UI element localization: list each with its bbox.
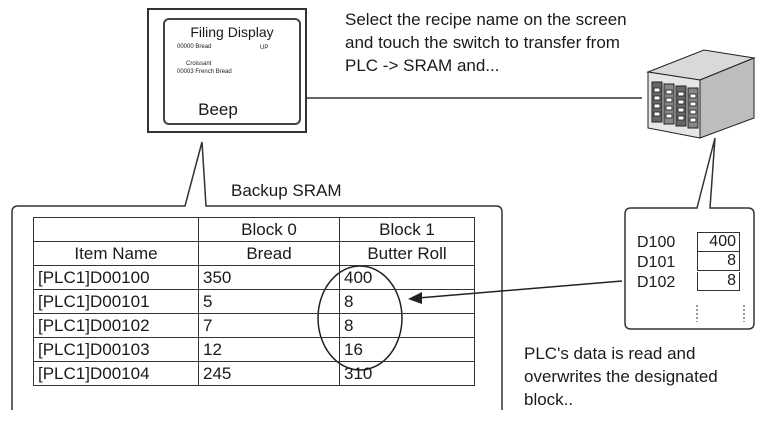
table-header-cell bbox=[33, 217, 199, 242]
table-cell: 8 bbox=[339, 289, 475, 314]
table-cell: [PLC1]D00103 bbox=[33, 337, 199, 362]
register-list: D100 400 D101 8 D102 8 bbox=[637, 232, 740, 294]
table-cell: 310 bbox=[339, 361, 475, 386]
table-header-cell: Bread bbox=[198, 241, 340, 266]
register-address: D102 bbox=[637, 274, 676, 291]
sram-table: Block 0 Block 1 Item Name Bread Butter R… bbox=[33, 217, 475, 386]
register-value: 8 bbox=[697, 252, 740, 271]
register-row: D101 8 bbox=[637, 252, 740, 274]
hmi-beep-label: Beep bbox=[198, 100, 238, 119]
table-cell: [PLC1]D00104 bbox=[33, 361, 199, 386]
table-header-cell: Block 0 bbox=[198, 217, 340, 242]
hmi-title: Filing Display bbox=[190, 24, 274, 40]
hmi-list-item[interactable]: 00003 French Bread bbox=[177, 69, 232, 75]
table-header-row: Block 0 Block 1 bbox=[33, 217, 475, 242]
table-cell: 12 bbox=[198, 337, 340, 362]
table-header-cell: Block 1 bbox=[339, 217, 475, 242]
register-callout-border bbox=[624, 137, 755, 330]
caption-line: PLC -> SRAM and... bbox=[345, 56, 500, 75]
table-header-row: Item Name Bread Butter Roll bbox=[33, 241, 475, 266]
table-cell: 5 bbox=[198, 289, 340, 314]
table-cell: [PLC1]D00101 bbox=[33, 289, 199, 314]
table-cell: 400 bbox=[339, 265, 475, 290]
table-header-cell: Butter Roll bbox=[339, 241, 475, 266]
top-caption: Select the recipe name on the screen and… bbox=[345, 8, 627, 77]
table-cell: 245 bbox=[198, 361, 340, 386]
table-cell: 8 bbox=[339, 313, 475, 338]
register-value: 400 bbox=[697, 232, 740, 252]
hmi-up-button[interactable]: UP bbox=[260, 45, 269, 51]
register-address: D101 bbox=[637, 254, 676, 271]
register-address: D100 bbox=[637, 234, 676, 251]
hmi-screen-display bbox=[163, 18, 301, 125]
caption-line: Select the recipe name on the screen bbox=[345, 10, 627, 29]
table-cell: 350 bbox=[198, 265, 340, 290]
table-cell: 7 bbox=[198, 313, 340, 338]
caption-line: PLC's data is read and bbox=[524, 344, 696, 363]
register-row: D100 400 bbox=[637, 232, 740, 254]
caption-line: overwrites the designated bbox=[524, 367, 718, 386]
register-row: D102 8 bbox=[637, 272, 740, 294]
table-cell: [PLC1]D00100 bbox=[33, 265, 199, 290]
sram-callout-border bbox=[11, 141, 503, 410]
table-cell: 16 bbox=[339, 337, 475, 362]
hmi-list-item[interactable]: Croissant bbox=[186, 61, 212, 67]
register-value: 8 bbox=[697, 272, 740, 291]
plc-device-icon bbox=[646, 49, 756, 139]
caption-line: block.. bbox=[524, 390, 574, 409]
hmi-list-item-selected[interactable]: Butter Roll bbox=[186, 53, 215, 59]
hmi-list-item[interactable]: 00000 Bread bbox=[177, 44, 212, 50]
table-cell: [PLC1]D00102 bbox=[33, 313, 199, 338]
caption-line: and touch the switch to transfer from bbox=[345, 33, 620, 52]
bottom-caption: PLC's data is read and overwrites the de… bbox=[524, 342, 718, 411]
sram-title: Backup SRAM bbox=[231, 181, 342, 200]
table-header-cell: Item Name bbox=[33, 241, 199, 266]
